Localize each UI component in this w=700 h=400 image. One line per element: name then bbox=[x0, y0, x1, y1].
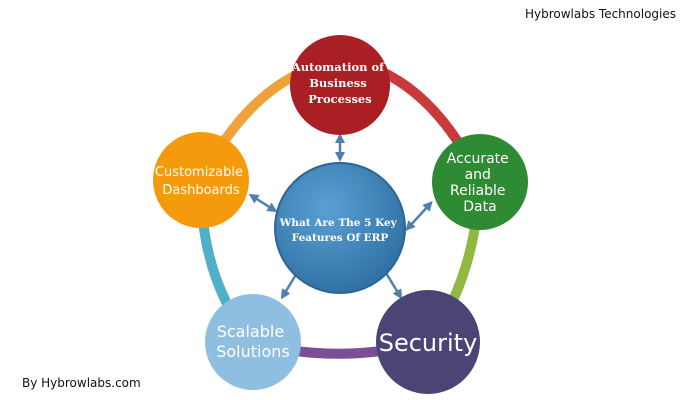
node-security-circle bbox=[376, 290, 480, 394]
node-center: What Are The 5 Key Features Of ERP bbox=[274, 162, 406, 294]
node-accurate: Accurate and Reliable Data bbox=[432, 134, 528, 230]
arrow-center-accurate bbox=[405, 201, 433, 231]
node-scalable-label: Scalable Solutions bbox=[216, 322, 290, 361]
connector-arrows bbox=[248, 133, 433, 300]
node-scalable-circle bbox=[205, 294, 301, 390]
node-accurate-circle bbox=[432, 134, 528, 230]
node-center-circle bbox=[274, 162, 406, 294]
node-security: Security bbox=[376, 290, 480, 394]
node-scalable: Scalable Solutions bbox=[205, 294, 301, 390]
credit-label: By Hybrowlabs.com bbox=[22, 376, 141, 390]
node-automation-label: Automation of Business Processes bbox=[291, 60, 388, 106]
center-label: What Are The 5 Key Features Of ERP bbox=[279, 217, 401, 244]
node-automation: Automation of Business Processes bbox=[290, 35, 390, 135]
node-customizable-label: Customizable Dashboards bbox=[155, 165, 247, 198]
brand-label: Hybrowlabs Technologies bbox=[524, 7, 676, 21]
node-accurate-label: Accurate and Reliable Data bbox=[447, 151, 514, 215]
arrow-center-customizable bbox=[248, 193, 278, 213]
node-automation-circle bbox=[290, 35, 390, 135]
node-customizable: Customizable Dashboards bbox=[153, 132, 249, 228]
node-security-label: Security bbox=[379, 329, 478, 357]
node-customizable-circle bbox=[153, 132, 249, 228]
